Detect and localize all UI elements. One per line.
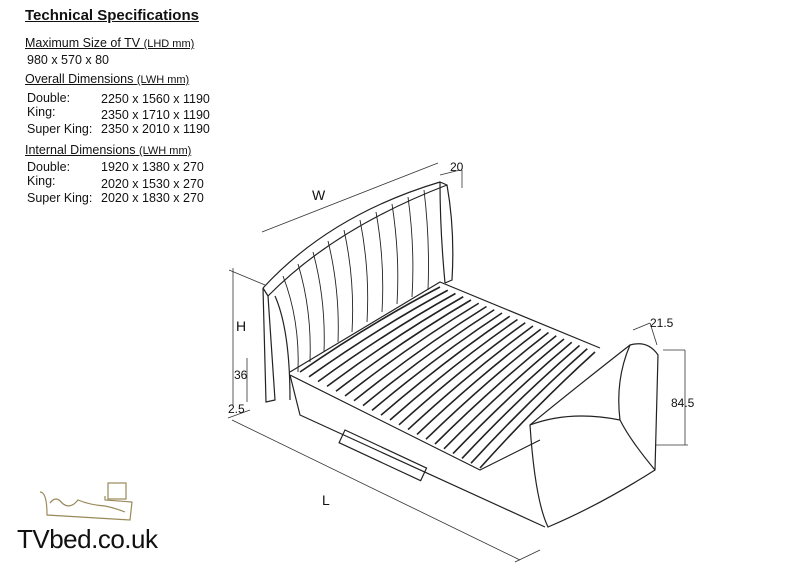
slat (308, 289, 449, 378)
dim-36: 36 (234, 368, 248, 382)
slat (434, 335, 557, 445)
logo-mark (39, 482, 133, 521)
internal-row: King: 2020 x 1530 x 270 (27, 174, 204, 191)
slat (461, 344, 581, 459)
dim-20: 20 (450, 160, 464, 174)
dim-84-5: 84.5 (671, 396, 695, 410)
row-value: 2250 x 1560 x 1190 (101, 92, 210, 106)
logo-text: TVbed.co.uk (17, 524, 158, 554)
tv-slot (338, 429, 428, 482)
row-value: 2020 x 1530 x 270 (101, 177, 204, 191)
bed-base (289, 281, 601, 528)
slat (425, 331, 549, 440)
slat (479, 351, 596, 469)
slat (362, 309, 495, 407)
overall-row: King: 2350 x 1710 x 1190 (27, 105, 210, 122)
overall-heading: Overall Dimensions (LWH mm) (25, 72, 189, 86)
tv-size-value: 980 x 570 x 80 (27, 53, 110, 67)
slat (398, 322, 526, 426)
slat (389, 318, 518, 421)
row-label: Super King: (27, 122, 93, 136)
internal-heading-text: Internal Dimensions (25, 143, 136, 157)
footboard (529, 343, 659, 528)
headboard (262, 181, 454, 403)
dim-21-5: 21.5 (650, 316, 674, 330)
overall-unit: (LWH mm) (136, 74, 190, 86)
dim-2-5: 2.5 (228, 402, 245, 416)
row-value: 2020 x 1830 x 270 (101, 191, 204, 205)
dim-length: L (322, 492, 330, 508)
row-value: 2350 x 2010 x 1190 (101, 122, 210, 136)
dim-width: W (312, 187, 326, 203)
row-label: King: (27, 174, 56, 188)
slat (416, 328, 542, 435)
internal-row: Double: 1920 x 1380 x 270 (27, 160, 204, 174)
slat (317, 292, 456, 383)
tv-size-heading: Maximum Size of TV (LHD mm) (25, 36, 194, 50)
dimension-lines (227, 162, 688, 563)
row-label: King: (27, 105, 56, 119)
internal-heading: Internal Dimensions (LWH mm) (25, 143, 191, 157)
slat (326, 296, 464, 388)
overall-row: Super King: 2350 x 2010 x 1190 (27, 122, 210, 136)
internal-row: Super King: 2020 x 1830 x 270 (27, 191, 204, 205)
tv-heading: Maximum Size of TV (25, 36, 141, 50)
slat (299, 286, 441, 373)
overall-row: Double: 2250 x 1560 x 1190 (27, 91, 210, 106)
slat (470, 348, 588, 464)
slats (299, 286, 596, 469)
row-label: Double: (27, 91, 71, 105)
headboard-channels (282, 189, 429, 373)
slat (371, 312, 503, 412)
slat (452, 341, 573, 455)
row-label: Super King: (27, 191, 93, 205)
dim-height: H (236, 318, 247, 334)
page-title: Technical Specifications (25, 7, 199, 24)
row-label: Double: (27, 160, 71, 174)
slat (353, 305, 487, 402)
slat (407, 325, 534, 431)
row-value: 2350 x 1710 x 1190 (101, 108, 210, 122)
overall-heading-text: Overall Dimensions (25, 72, 134, 86)
slat (443, 338, 565, 450)
slat (380, 315, 511, 416)
slat (344, 302, 480, 397)
slat (335, 299, 472, 392)
internal-unit: (LWH mm) (138, 145, 192, 157)
row-value: 1920 x 1380 x 270 (101, 160, 204, 174)
tv-unit: (LHD mm) (143, 38, 195, 50)
